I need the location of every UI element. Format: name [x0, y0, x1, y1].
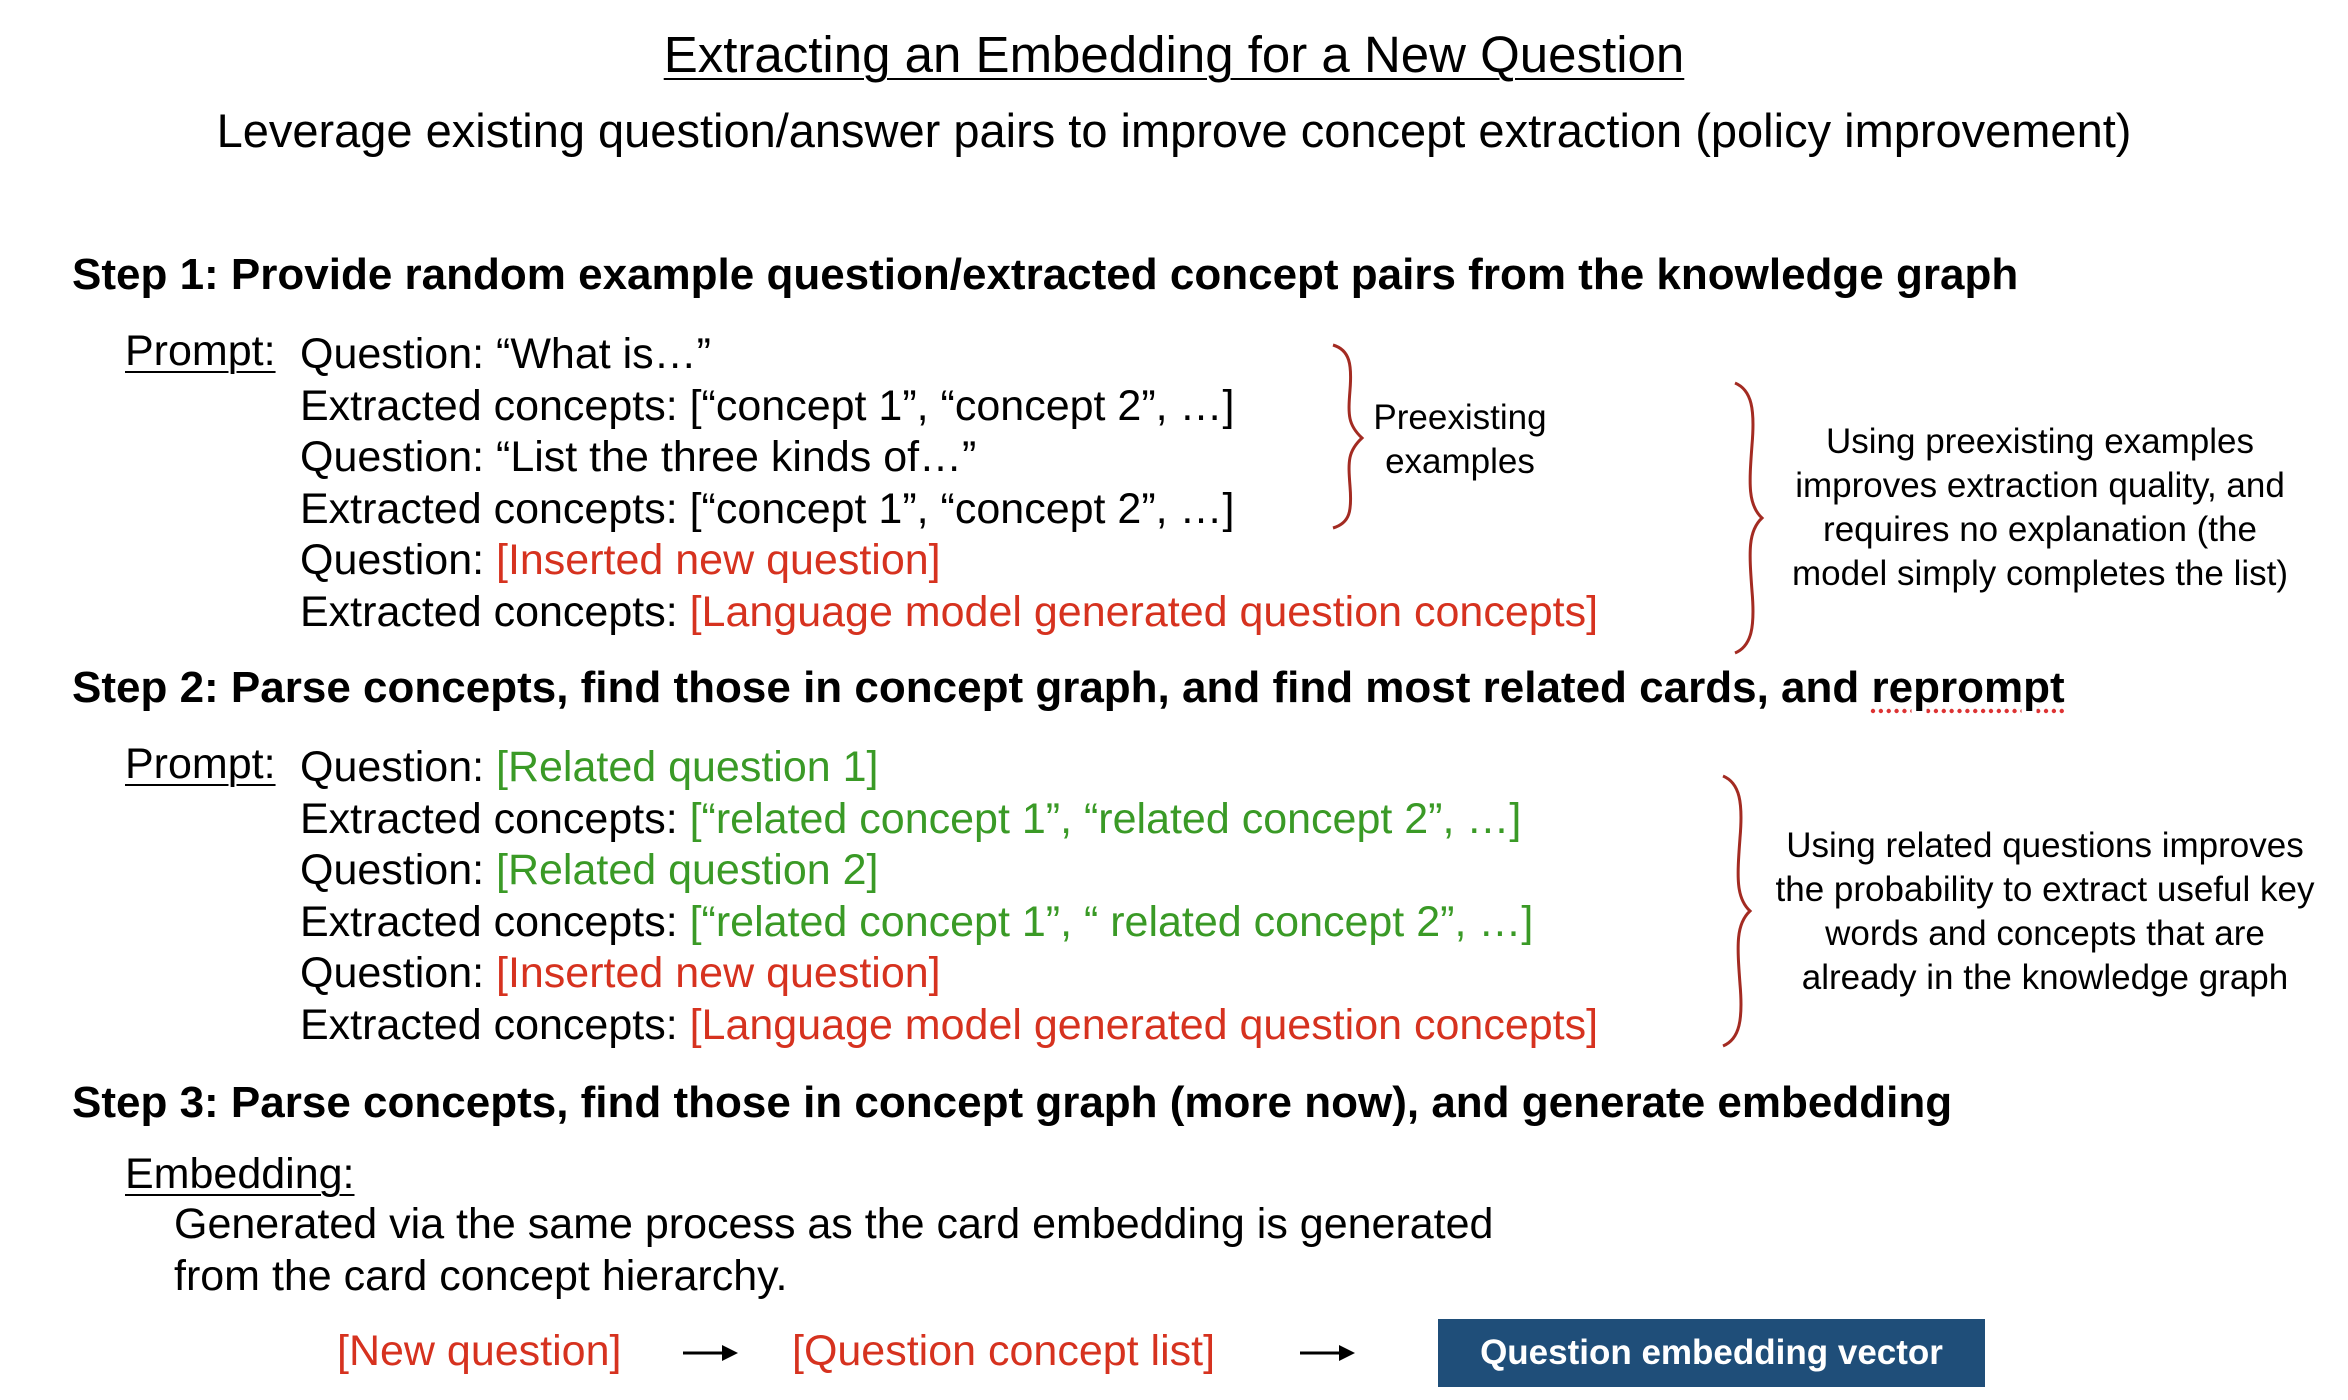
step2-line-5: Question: [Inserted new question]: [300, 949, 941, 997]
flow-arrow-2: [1300, 1345, 1355, 1361]
step2-line-6: Extracted concepts: [Language model gene…: [300, 1001, 1599, 1049]
step2-line-2: Extracted concepts: [“related concept 1”…: [300, 795, 1522, 843]
step2-prompt-label: Prompt:: [125, 740, 276, 788]
step1-heading: Step 1: Provide random example question/…: [72, 250, 2019, 299]
embedding-label: Embedding:: [125, 1150, 355, 1198]
step1-line-1: Question: “What is…”: [300, 330, 711, 378]
flow-concept-list: [Question concept list]: [792, 1327, 1216, 1375]
step2-heading: Step 2: Parse concepts, find those in co…: [72, 663, 2065, 712]
step1-line-4: Extracted concepts: [“concept 1”, “conce…: [300, 485, 1235, 533]
question-embedding-vector-box: Question embedding vector: [1438, 1319, 1985, 1387]
flow-arrow-1: [683, 1345, 738, 1361]
step2-line-1: Question: [Related question 1]: [300, 743, 879, 791]
step1-line-3: Question: “List the three kinds of…”: [300, 433, 977, 481]
reprompt-word: reprompt: [1871, 663, 2065, 712]
step2-side-note: Using related questions improves the pro…: [1775, 826, 2315, 997]
step2-brace: [1722, 774, 1753, 1048]
step2-line-3: Question: [Related question 2]: [300, 846, 879, 894]
preexisting-examples-note: Preexisting examples: [1373, 398, 1547, 481]
embedding-vector-label: Question embedding vector: [1480, 1333, 1943, 1372]
step1-prompt-label: Prompt:: [125, 327, 276, 375]
step1-line-2: Extracted concepts: [“concept 1”, “conce…: [300, 382, 1235, 430]
step1-line-5: Question: [Inserted new question]: [300, 536, 941, 584]
embedding-description-line-2: from the card concept hierarchy.: [174, 1252, 788, 1300]
step3-heading: Step 3: Parse concepts, find those in co…: [72, 1078, 1953, 1127]
embedding-description-line-1: Generated via the same process as the ca…: [174, 1200, 1494, 1248]
slide-subtitle: Leverage existing question/answer pairs …: [216, 104, 2132, 157]
step1-brace: [1734, 381, 1765, 655]
flow-new-question: [New question]: [337, 1327, 622, 1375]
slide-title: Extracting an Embedding for a New Questi…: [663, 26, 1685, 83]
step1-side-note: Using preexisting examples improves extr…: [1792, 422, 2288, 593]
preexisting-examples-brace: [1332, 343, 1365, 530]
step1-line-6: Extracted concepts: [Language model gene…: [300, 588, 1599, 636]
step2-line-4: Extracted concepts: [“related concept 1”…: [300, 898, 1534, 946]
